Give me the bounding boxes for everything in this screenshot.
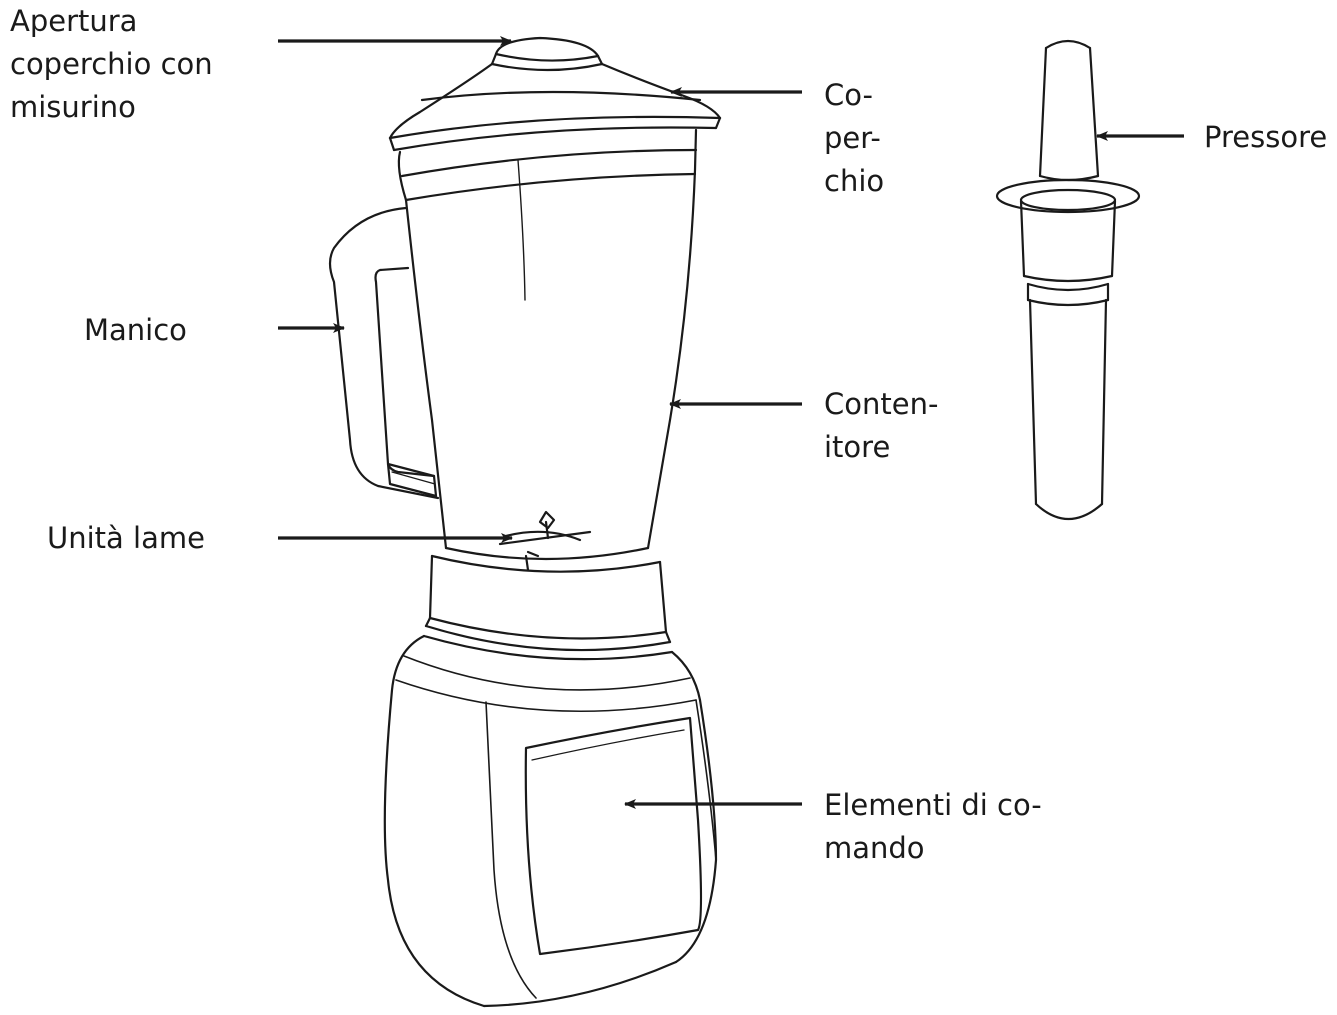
label-line: Apertura (10, 4, 138, 38)
label-line: misurino (10, 90, 136, 124)
lid (388, 62, 722, 152)
blender-illustration (328, 36, 722, 1008)
label-line: Elementi di co- (824, 788, 1042, 822)
label-container: Conten- itore (824, 383, 938, 469)
label-line: Unità lame (47, 521, 205, 555)
jar (397, 128, 698, 561)
tamper-illustration (995, 39, 1141, 521)
label-line: per- (824, 121, 881, 155)
label-lid: Co- per- chio (824, 74, 884, 203)
label-line: coperchio con (10, 47, 213, 81)
control-panel (524, 716, 703, 956)
label-line: mando (824, 831, 925, 865)
label-line: chio (824, 164, 885, 198)
label-tamper: Pressore (1204, 116, 1327, 159)
label-line: itore (824, 430, 891, 464)
label-controls: Elementi di co- mando (824, 784, 1042, 870)
label-line: Pressore (1204, 120, 1328, 154)
label-handle: Manico (84, 309, 187, 352)
label-lid-opening: Apertura coperchio con misurino (10, 0, 213, 129)
label-line: Manico (84, 313, 187, 347)
motor-base (383, 634, 718, 1008)
collar (422, 554, 674, 661)
leader-arrows (278, 36, 1184, 809)
label-line: Co- (824, 78, 873, 112)
blade-assembly (498, 510, 592, 572)
label-line: Conten- (824, 387, 939, 421)
lid-cap (490, 36, 604, 72)
label-blade-unit: Unità lame (47, 517, 205, 560)
handle (328, 206, 440, 500)
